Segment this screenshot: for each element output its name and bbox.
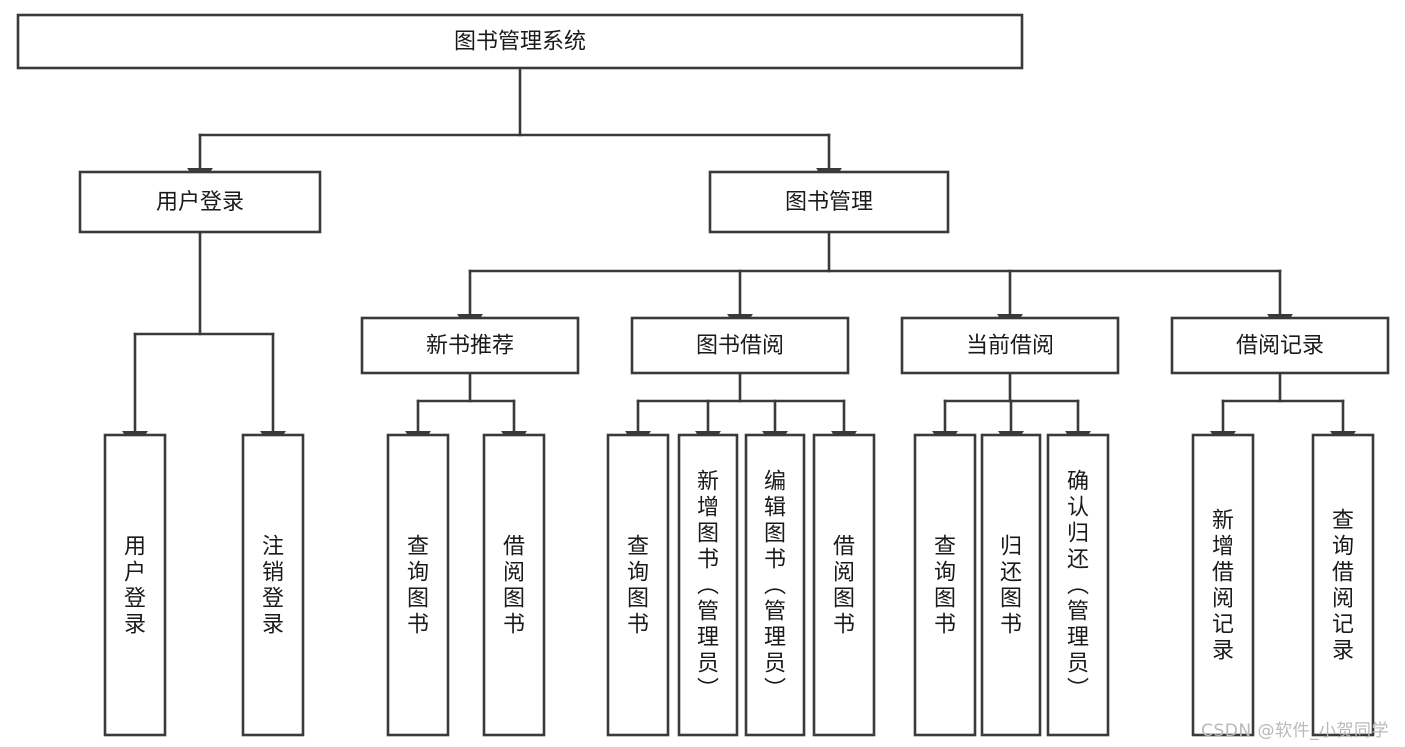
- node-box-book-manage[interactable]: [708, 170, 950, 234]
- node-box-current-borrow[interactable]: [900, 316, 1120, 375]
- node-leaf-query-book-1[interactable]: 查询图书: [386, 433, 450, 737]
- node-box-leaf-add-book[interactable]: [677, 433, 739, 737]
- edge-group-book-manage: [457, 230, 1293, 334]
- node-label-leaf-query-book-2: 查询图书: [627, 534, 649, 637]
- node-leaf-add-book[interactable]: 新增图书︵管理员︶: [677, 433, 739, 737]
- node-leaf-query-book-2[interactable]: 查询图书: [606, 433, 670, 737]
- node-user-login[interactable]: 用户登录: [78, 170, 322, 234]
- edge-group-new-book-recommend: [405, 371, 527, 451]
- edges-layer: [122, 66, 1356, 451]
- node-label-book-manage: 图书管理: [785, 190, 873, 215]
- node-label-leaf-logout: 注销登录: [262, 534, 284, 637]
- node-box-user-login[interactable]: [78, 170, 322, 234]
- node-leaf-query-book-3[interactable]: 查询图书: [913, 433, 977, 737]
- node-box-leaf-query-book-2[interactable]: [606, 433, 670, 737]
- node-box-leaf-add-record[interactable]: [1191, 433, 1255, 737]
- edge-group-root: [187, 66, 842, 188]
- node-box-root[interactable]: [16, 13, 1024, 70]
- node-label-leaf-return-book: 归还图书: [1000, 534, 1022, 637]
- node-label-leaf-borrow-book-1: 借阅图书: [503, 534, 525, 637]
- node-box-new-book-recommend[interactable]: [360, 316, 580, 375]
- edge-group-borrow-record: [1210, 371, 1356, 451]
- node-box-leaf-borrow-book-2[interactable]: [812, 433, 876, 737]
- node-label-leaf-add-record: 新增借阅记录: [1212, 508, 1234, 663]
- node-leaf-add-record[interactable]: 新增借阅记录: [1191, 433, 1255, 737]
- node-label-new-book-recommend: 新书推荐: [426, 334, 514, 359]
- node-label-leaf-confirm-return: 确认归还︵管理员︶: [1067, 469, 1089, 702]
- node-leaf-edit-book[interactable]: 编辑图书︵管理员︶: [744, 433, 806, 737]
- nodes-layer: 图书管理系统用户登录图书管理新书推荐图书借阅当前借阅借阅记录用户登录注销登录查询…: [16, 13, 1390, 737]
- node-current-borrow[interactable]: 当前借阅: [900, 316, 1120, 375]
- node-leaf-logout[interactable]: 注销登录: [241, 433, 305, 737]
- node-label-current-borrow: 当前借阅: [966, 334, 1054, 359]
- csdn-watermark: CSDN @软件_小贺同学: [1201, 721, 1389, 741]
- node-box-leaf-edit-book[interactable]: [744, 433, 806, 737]
- node-label-leaf-query-book-1: 查询图书: [407, 534, 429, 637]
- node-box-leaf-borrow-book-1[interactable]: [482, 433, 546, 737]
- node-label-borrow-record: 借阅记录: [1236, 334, 1324, 359]
- node-leaf-query-record[interactable]: 查询借阅记录: [1311, 433, 1375, 737]
- node-box-leaf-user-login[interactable]: [103, 433, 167, 737]
- node-box-leaf-query-record[interactable]: [1311, 433, 1375, 737]
- node-box-leaf-query-book-3[interactable]: [913, 433, 977, 737]
- node-box-book-borrow[interactable]: [630, 316, 850, 375]
- node-borrow-record[interactable]: 借阅记录: [1170, 316, 1390, 375]
- node-leaf-user-login[interactable]: 用户登录: [103, 433, 167, 737]
- node-box-leaf-logout[interactable]: [241, 433, 305, 737]
- node-leaf-confirm-return[interactable]: 确认归还︵管理员︶: [1046, 433, 1110, 737]
- edge-group-user-login: [122, 230, 286, 451]
- node-label-leaf-edit-book: 编辑图书︵管理员︶: [764, 469, 786, 702]
- node-label-leaf-user-login: 用户登录: [124, 534, 146, 637]
- node-box-leaf-query-book-1[interactable]: [386, 433, 450, 737]
- node-label-leaf-add-book: 新增图书︵管理员︶: [697, 469, 719, 702]
- node-box-leaf-return-book[interactable]: [980, 433, 1042, 737]
- node-new-book-recommend[interactable]: 新书推荐: [360, 316, 580, 375]
- node-label-book-borrow: 图书借阅: [696, 334, 784, 359]
- node-box-leaf-confirm-return[interactable]: [1046, 433, 1110, 737]
- node-root[interactable]: 图书管理系统: [16, 13, 1024, 70]
- node-leaf-borrow-book-2[interactable]: 借阅图书: [812, 433, 876, 737]
- node-book-manage[interactable]: 图书管理: [708, 170, 950, 234]
- edge-group-current-borrow: [932, 371, 1091, 451]
- node-label-leaf-query-record: 查询借阅记录: [1332, 508, 1354, 663]
- node-book-borrow[interactable]: 图书借阅: [630, 316, 850, 375]
- node-label-user-login: 用户登录: [156, 190, 244, 215]
- node-leaf-borrow-book-1[interactable]: 借阅图书: [482, 433, 546, 737]
- node-label-leaf-borrow-book-2: 借阅图书: [833, 534, 855, 637]
- node-leaf-return-book[interactable]: 归还图书: [980, 433, 1042, 737]
- edge-group-book-borrow: [625, 371, 857, 451]
- node-box-borrow-record[interactable]: [1170, 316, 1390, 375]
- node-label-leaf-query-book-3: 查询图书: [934, 534, 956, 637]
- node-label-root: 图书管理系统: [454, 30, 586, 55]
